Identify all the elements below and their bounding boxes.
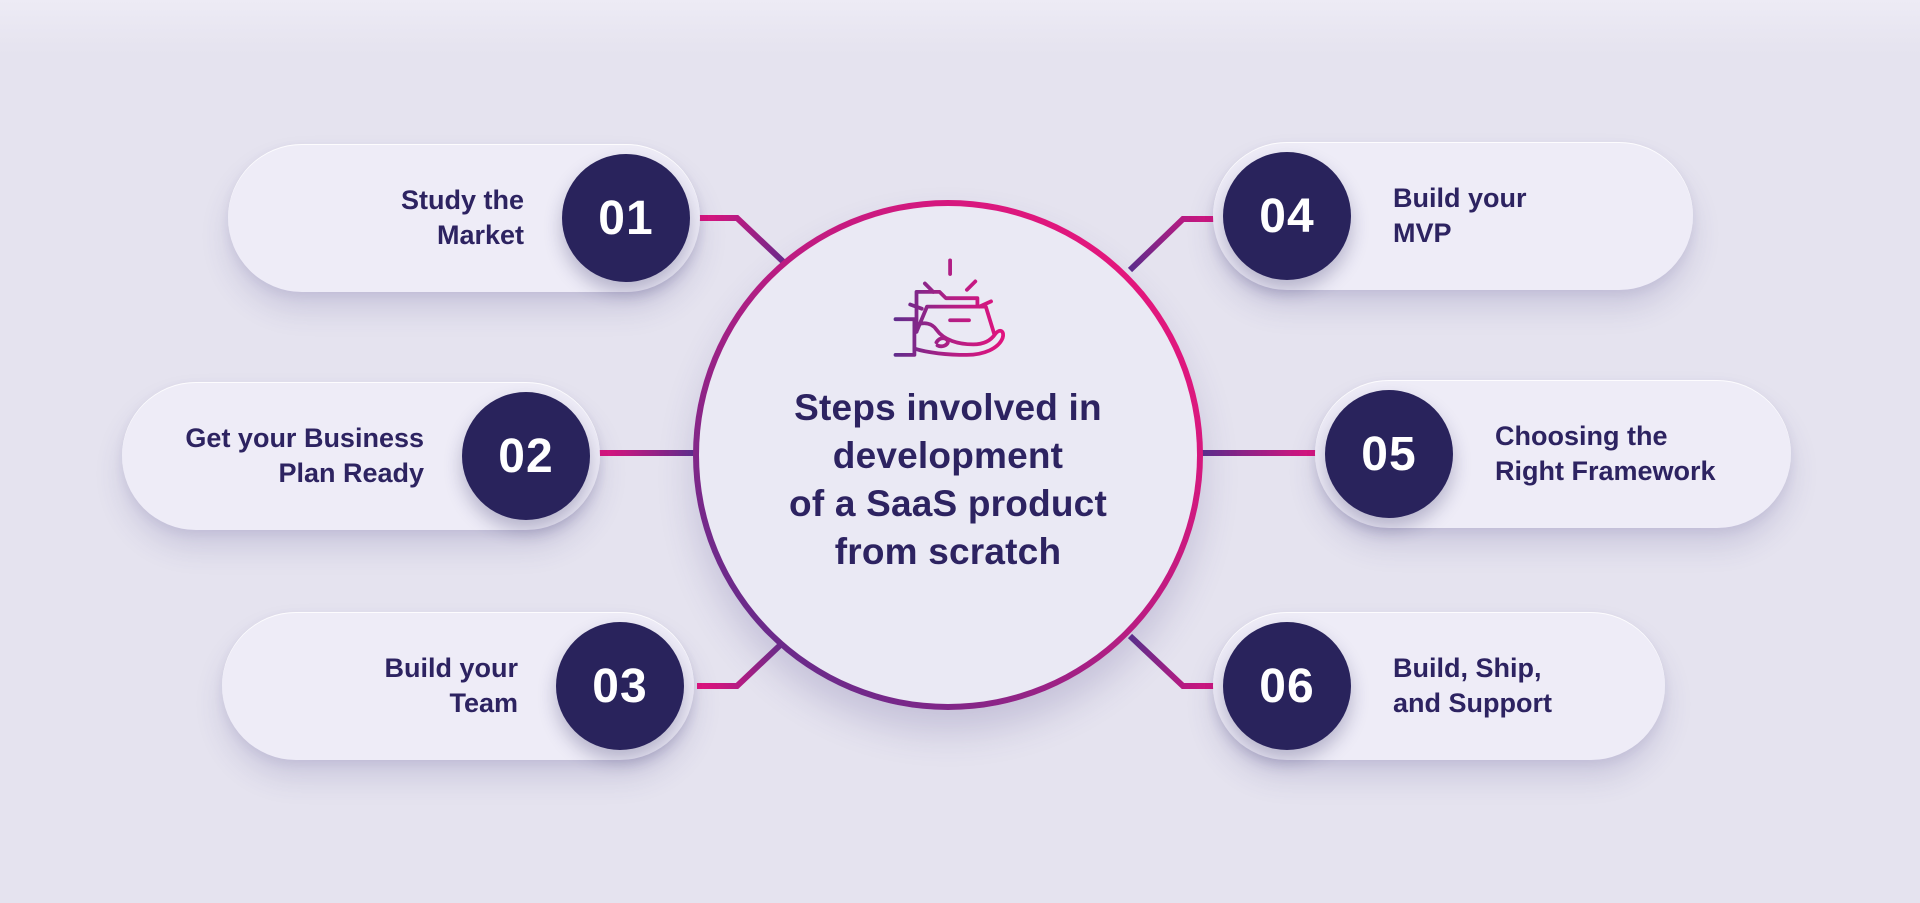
step-pill-06: 06 Build, Ship, and Support (1213, 612, 1665, 760)
step-label: Build your Team (222, 651, 519, 721)
diagram-title-line: from scratch (834, 531, 1062, 572)
step-label: Get your Business Plan Ready (122, 421, 424, 491)
step-number-badge: 01 (562, 154, 690, 282)
step-label-line: Right Framework (1495, 456, 1716, 486)
step-number-badge: 06 (1223, 622, 1351, 750)
step-label: Choosing the Right Framework (1453, 419, 1791, 489)
step-label: Study the Market (228, 183, 524, 253)
step-label-line: Market (436, 220, 524, 250)
step-label-line: Build, Ship, (1393, 653, 1542, 683)
step-label: Build, Ship, and Support (1351, 651, 1665, 721)
diagram-title: Steps involved in development of a SaaS … (789, 384, 1107, 576)
step-label-line: and Support (1393, 688, 1552, 718)
step-number-badge: 05 (1325, 390, 1453, 518)
step-label-line: Build your (384, 653, 519, 683)
step-pill-02: Get your Business Plan Ready 02 (122, 382, 600, 530)
step-number-badge: 04 (1223, 152, 1351, 280)
step-label-line: Plan Ready (278, 458, 424, 488)
center-circle-inner: Steps involved in development of a SaaS … (699, 206, 1197, 704)
diagram-title-line: development (832, 435, 1064, 476)
step-number-badge: 03 (556, 622, 684, 750)
step-pill-04: 04 Build your MVP (1213, 142, 1693, 290)
step-label-line: MVP (1393, 218, 1452, 248)
step-pill-05: 05 Choosing the Right Framework (1315, 380, 1791, 528)
step-label-line: Get your Business (185, 423, 424, 453)
step-pill-03: Build your Team 03 (222, 612, 694, 760)
step-label-line: Choosing the (1495, 421, 1668, 451)
step-label: Build your MVP (1351, 181, 1693, 251)
diagram-title-line: of a SaaS product (789, 483, 1107, 524)
step-label-line: Build your (1393, 183, 1527, 213)
step-label-line: Team (449, 688, 518, 718)
center-circle: Steps involved in development of a SaaS … (693, 200, 1203, 710)
step-number-badge: 02 (462, 392, 590, 520)
diagram-title-line: Steps involved in (794, 387, 1102, 428)
step-label-line: Study the (400, 185, 524, 215)
hand-holding-open-folder-icon (893, 258, 1005, 357)
step-pill-01: Study the Market 01 (228, 144, 700, 292)
